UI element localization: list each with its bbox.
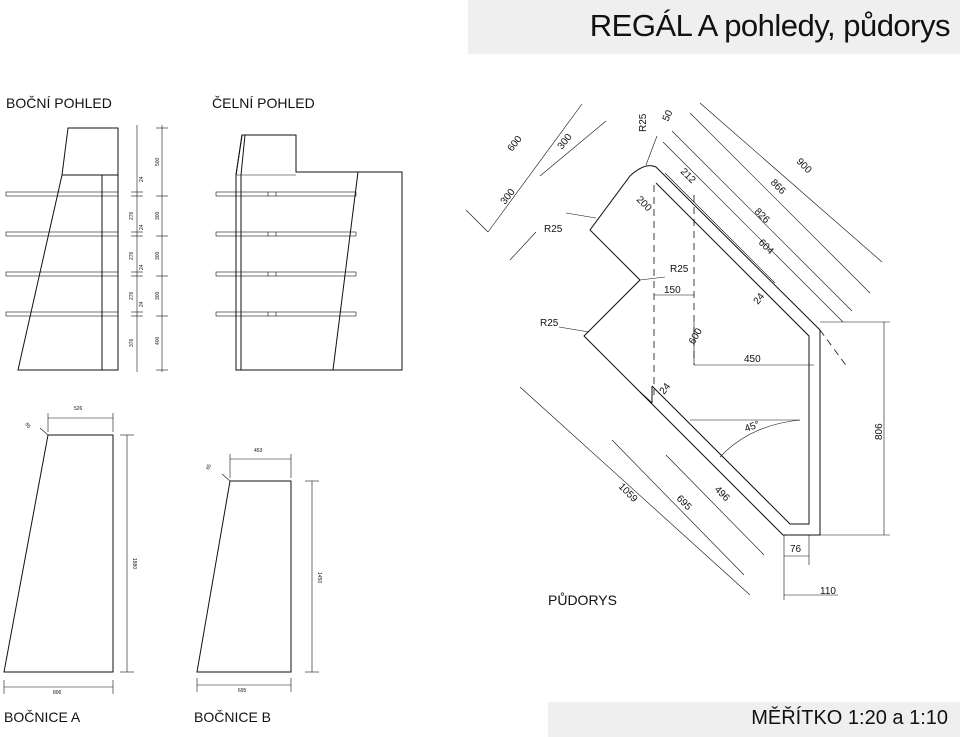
dim-a-bottom: 806	[53, 690, 62, 696]
dim-plan-r25-bottom: R25	[540, 318, 559, 329]
page-title: REGÁL A pohledy, půdorys	[589, 8, 951, 43]
dim-side-24b: 24	[139, 224, 145, 230]
dim-side-276b: 276	[129, 251, 135, 260]
dim-plan-600: 600	[506, 134, 525, 154]
dim-plan-300a: 300	[499, 187, 518, 207]
plan-drawing: 600 300 300 R25 R25 R25 R25 50 200 212 9…	[465, 102, 890, 600]
label-plan: PŮDORYS	[548, 592, 617, 608]
side-a-drawing: 526 85 1880 806	[3, 406, 137, 696]
dim-side-24c: 24	[139, 264, 145, 270]
dim-plan-212: 212	[678, 166, 698, 186]
dim-side-400: 400	[155, 336, 161, 345]
label-front-view: ČELNÍ POHLED	[212, 95, 315, 111]
label-side-view: BOČNÍ POHLED	[6, 95, 112, 111]
dim-side-276a: 276	[129, 211, 135, 220]
dim-a-angle: 85	[23, 422, 31, 430]
dim-plan-r25-top: R25	[544, 224, 563, 235]
side-view-drawing: 24 500 276 24 300 276 24 300 276 24 300 …	[5, 125, 168, 372]
dim-plan-900: 900	[794, 156, 814, 176]
dim-side-24a: 24	[139, 176, 145, 182]
dim-plan-1059: 1059	[616, 481, 640, 505]
dim-side-300c: 300	[155, 291, 161, 300]
dim-plan-24a: 24	[752, 291, 768, 307]
dim-side-500: 500	[155, 157, 161, 166]
dim-plan-r25-mid: R25	[670, 264, 689, 275]
label-side-a: BOČNICE A	[4, 709, 81, 725]
dim-a-height: 1880	[131, 558, 137, 569]
dim-b-angle: 85	[205, 463, 213, 471]
dim-side-276c: 276	[129, 291, 135, 300]
dim-b-top: 453	[254, 448, 263, 454]
title-bar: REGÁL A pohledy, půdorys	[468, 0, 960, 54]
dim-plan-695: 695	[674, 493, 694, 513]
dim-plan-600b: 600	[687, 326, 705, 346]
scale-bar: MĚŘÍTKO 1:20 a 1:10	[548, 702, 960, 737]
dim-plan-r25-tip: R25	[638, 113, 649, 132]
label-side-b: BOČNICE B	[194, 709, 272, 725]
dim-plan-200: 200	[634, 194, 654, 214]
dim-plan-110: 110	[820, 586, 836, 597]
dim-side-24d: 24	[139, 301, 145, 307]
dim-b-bottom: 695	[238, 688, 247, 694]
dim-plan-450: 450	[744, 354, 761, 365]
dim-a-top: 526	[74, 406, 83, 412]
dim-plan-826: 826	[752, 206, 772, 226]
dim-side-376: 376	[129, 338, 135, 347]
dim-plan-45deg: 45°	[743, 419, 761, 435]
dim-plan-150: 150	[664, 285, 681, 296]
dim-plan-300b: 300	[556, 132, 575, 152]
dim-plan-806: 806	[874, 423, 885, 440]
dim-side-300a: 300	[155, 211, 161, 220]
side-b-drawing: 453 85 1450 695	[196, 448, 322, 694]
dim-plan-50: 50	[661, 108, 676, 123]
dim-plan-496: 496	[712, 484, 732, 504]
dim-b-height: 1450	[316, 572, 322, 583]
dim-plan-604: 604	[756, 237, 776, 257]
dim-plan-76: 76	[790, 544, 802, 555]
front-view-drawing	[215, 134, 403, 371]
scale-label: MĚŘÍTKO 1:20 a 1:10	[751, 707, 948, 729]
dim-side-300b: 300	[155, 251, 161, 260]
